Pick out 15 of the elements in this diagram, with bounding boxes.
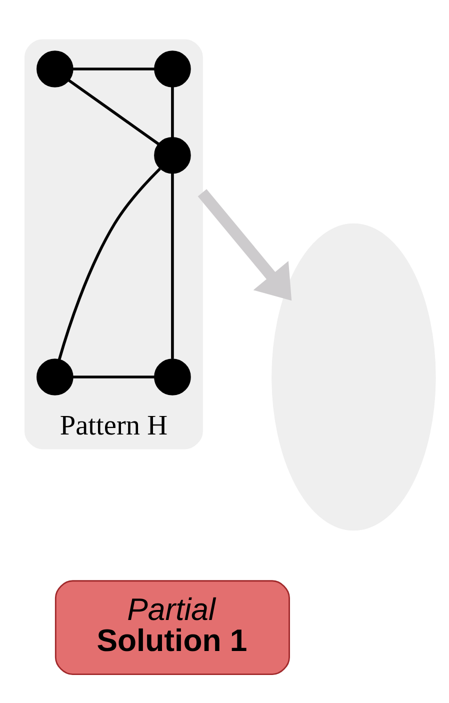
node-ellipse	[272, 223, 436, 531]
arrow	[198, 189, 292, 301]
node-circle	[36, 50, 74, 88]
connector	[72, 376, 155, 378]
connector	[171, 173, 174, 359]
connector	[68, 79, 160, 146]
connector	[72, 68, 155, 70]
node-circle	[154, 136, 191, 174]
node-circle	[36, 358, 74, 396]
node-box: Partial Solution 1	[54, 580, 290, 676]
node-circle	[154, 50, 191, 88]
connector	[58, 168, 161, 360]
node-circle	[154, 358, 191, 396]
cluster: Pattern H	[24, 39, 203, 450]
connector	[171, 86, 174, 138]
